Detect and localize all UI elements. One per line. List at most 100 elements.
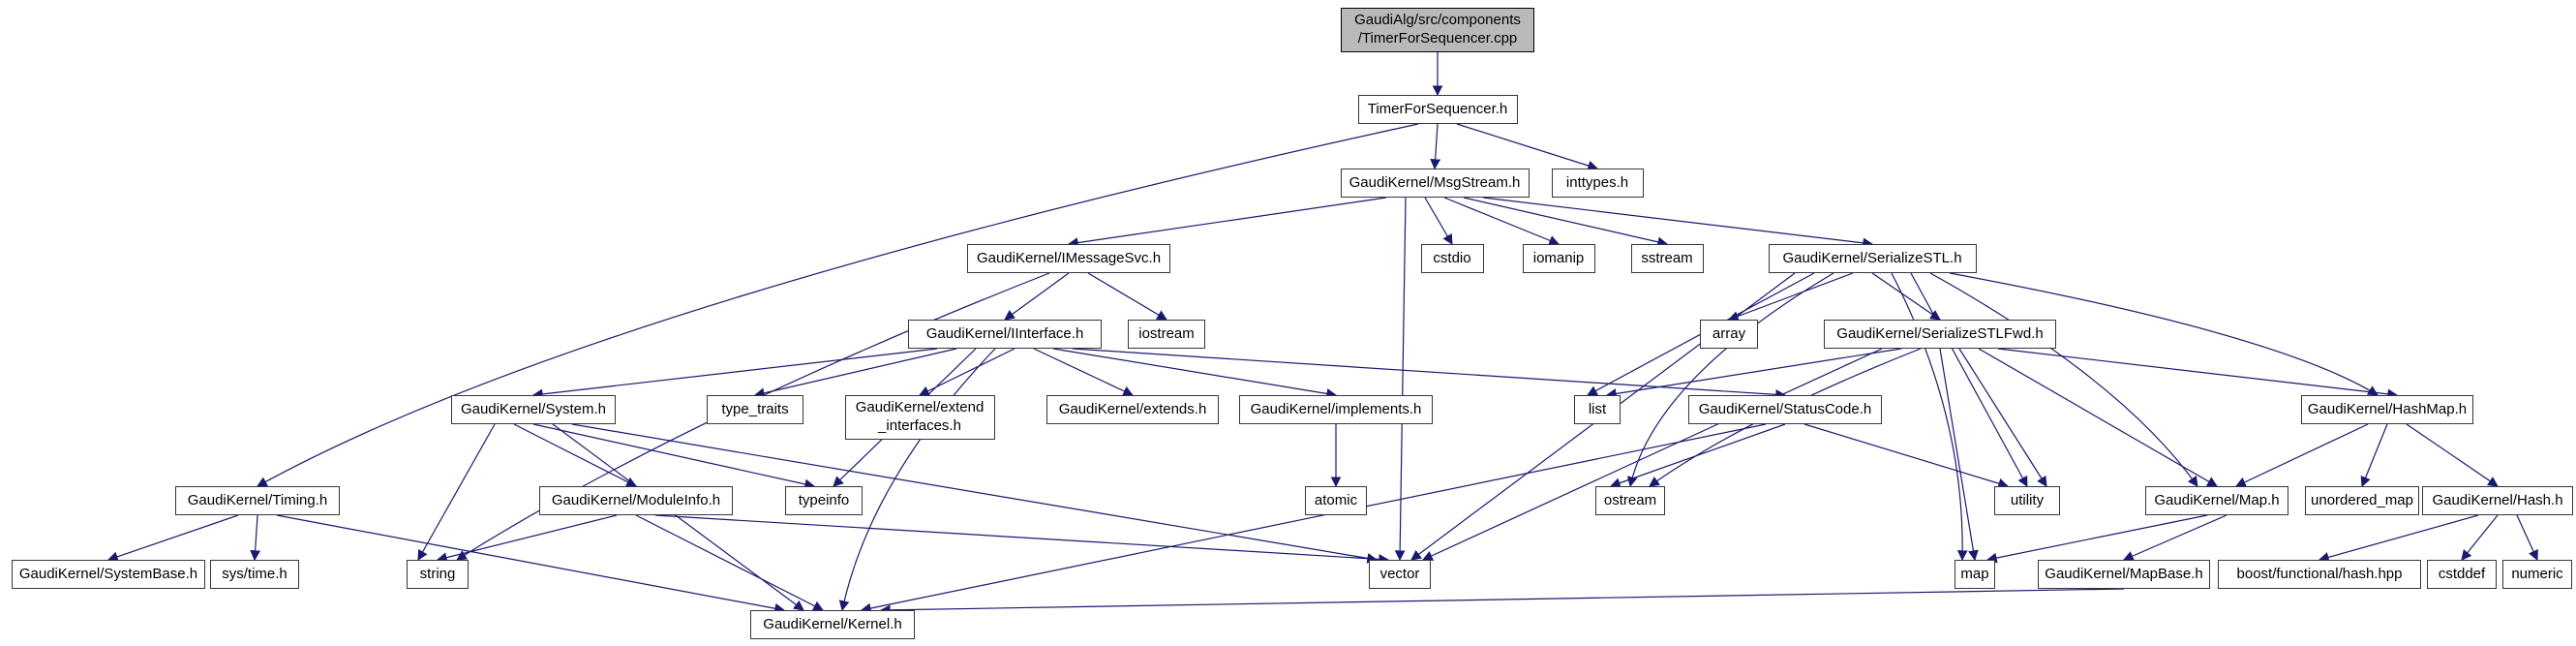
graph-node-label: GaudiKernel/System.h — [460, 400, 607, 417]
graph-node-string[interactable]: string — [407, 560, 469, 589]
graph-node-boost_hash[interactable]: boost/functional/hash.hpp — [2218, 560, 2421, 589]
graph-node-map[interactable]: map — [1955, 560, 1995, 589]
graph-node-cstddef[interactable]: cstddef — [2427, 560, 2497, 589]
graph-node-mapbase[interactable]: GaudiKernel/MapBase.h — [2038, 560, 2210, 589]
include-edge-statuscode-kernel — [860, 423, 1767, 614]
graph-node-list[interactable]: list — [1574, 395, 1621, 424]
include-edge-msgstream-serializestl — [1482, 197, 1874, 249]
graph-node-label: GaudiKernel/SystemBase.h — [18, 565, 198, 582]
include-edge-statuscode-ostream — [1609, 423, 1786, 488]
graph-node-map_h[interactable]: GaudiKernel/Map.h — [2145, 486, 2288, 515]
graph-node-msgstream[interactable]: GaudiKernel/MsgStream.h — [1340, 169, 1530, 198]
include-edge-iinterface-system — [531, 348, 938, 400]
graph-node-label: GaudiKernel/extends.h — [1058, 400, 1207, 417]
graph-node-imessagesvc[interactable]: GaudiKernel/IMessageSvc.h — [967, 244, 1170, 273]
graph-node-label: vector — [1379, 565, 1420, 582]
graph-node-system[interactable]: GaudiKernel/System.h — [451, 395, 616, 424]
graph-node-cstdio[interactable]: cstdio — [1420, 244, 1484, 273]
graph-node-label: iostream — [1138, 324, 1195, 342]
graph-node-statuscode[interactable]: GaudiKernel/StatusCode.h — [1688, 395, 1882, 424]
include-edge-msgstream-vector — [1394, 197, 1407, 562]
graph-node-vector[interactable]: vector — [1369, 560, 1431, 589]
include-edge-hashmap-hash — [2406, 423, 2499, 487]
graph-node-label: GaudiKernel/extend — [855, 399, 985, 416]
graph-node-label: GaudiKernel/Map.h — [2154, 491, 2280, 508]
graph-node-extend_interfaces[interactable]: GaudiKernel/extend_interfaces.h — [844, 395, 995, 440]
graph-node-moduleinfo[interactable]: GaudiKernel/ModuleInfo.h — [539, 486, 733, 515]
include-edge-iinterface-extend_interfaces — [919, 348, 1015, 396]
graph-node-label: /TimerForSequencer.cpp — [1357, 30, 1518, 46]
graph-node-utility[interactable]: utility — [1994, 486, 2060, 515]
include-edge-moduleinfo-vector — [654, 514, 1390, 565]
graph-node-label: GaudiKernel/MsgStream.h — [1349, 173, 1521, 191]
graph-node-label: GaudiKernel/HashMap.h — [2307, 400, 2468, 417]
graph-node-timing[interactable]: GaudiKernel/Timing.h — [175, 486, 340, 515]
graph-node-label: GaudiKernel/SerializeSTL.h — [1782, 249, 1962, 266]
include-edge-timing-systembase — [106, 514, 239, 562]
graph-node-label: ostream — [1603, 491, 1657, 508]
include-edge-iinterface-implements — [1052, 348, 1338, 399]
graph-node-label: GaudiKernel/IInterface.h — [925, 324, 1084, 342]
graph-node-extends[interactable]: GaudiKernel/extends.h — [1046, 395, 1219, 424]
graph-node-label: TimerForSequencer.h — [1367, 100, 1508, 117]
graph-node-label: GaudiKernel/StatusCode.h — [1698, 400, 1872, 417]
include-edge-hashmap-unordered_map — [2360, 423, 2388, 488]
graph-node-label: GaudiKernel/Hash.h — [2432, 491, 2563, 508]
graph-node-serializestl[interactable]: GaudiKernel/SerializeSTL.h — [1768, 244, 1977, 273]
graph-node-array[interactable]: array — [1700, 320, 1758, 349]
graph-node-label: map — [1960, 565, 1989, 582]
include-edge-hash-numeric — [2516, 514, 2538, 561]
graph-node-timer_h[interactable]: TimerForSequencer.h — [1357, 95, 1518, 124]
include-edge-mapbase-kernel — [879, 588, 2125, 616]
graph-node-unordered_map[interactable]: unordered_map — [2305, 486, 2419, 515]
graph-node-iomanip[interactable]: iomanip — [1522, 244, 1595, 273]
graph-node-label: list — [1588, 400, 1607, 417]
include-edge-timer_h-inttypes — [1456, 123, 1599, 171]
graph-node-iinterface[interactable]: GaudiKernel/IInterface.h — [908, 320, 1102, 349]
graph-node-ostream[interactable]: ostream — [1595, 486, 1665, 515]
graph-node-numeric[interactable]: numeric — [2502, 560, 2572, 589]
graph-node-inttypes[interactable]: inttypes.h — [1551, 169, 1644, 198]
graph-node-type_traits[interactable]: type_traits — [707, 395, 803, 424]
graph-node-hash[interactable]: GaudiKernel/Hash.h — [2422, 486, 2573, 515]
include-edge-serializestl-array — [1727, 272, 1854, 322]
graph-node-label: cstddef — [2438, 565, 2486, 582]
include-edge-serializestlfwd-list — [1605, 348, 1902, 399]
graph-node-label: typeinfo — [798, 491, 850, 508]
graph-node-label: GaudiKernel/MapBase.h — [2045, 565, 2203, 582]
graph-node-label: GaudiKernel/implements.h — [1250, 400, 1422, 417]
graph-node-kernel[interactable]: GaudiKernel/Kernel.h — [750, 610, 915, 639]
include-edge-serializestlfwd-utility — [1958, 348, 2047, 487]
graph-node-label: type_traits — [721, 400, 789, 417]
graph-node-label: GaudiAlg/src/components — [1354, 12, 1521, 29]
include-edge-serializestlfwd-map_h — [1978, 348, 2218, 487]
include-edge-map_h-map — [1985, 514, 2208, 564]
graph-node-implements[interactable]: GaudiKernel/implements.h — [1239, 395, 1433, 424]
include-edge-hash-cstddef — [2461, 514, 2499, 561]
graph-node-label: inttypes.h — [1565, 173, 1629, 191]
include-edge-serializestl-map — [1891, 272, 1968, 562]
graph-node-label: sstream — [1641, 249, 1693, 266]
graph-node-label: numeric — [2511, 565, 2563, 582]
graph-node-label: atomic — [1314, 491, 1358, 508]
include-edge-imessagesvc-iinterface — [1004, 272, 1070, 321]
include-edge-hashmap-map_h — [2235, 423, 2369, 487]
graph-node-serializestlfwd[interactable]: GaudiKernel/SerializeSTLFwd.h — [1824, 320, 2056, 349]
include-edge-serializestlfwd-vector — [1422, 348, 1883, 561]
graph-node-label: string — [419, 565, 456, 582]
graph-node-typeinfo[interactable]: typeinfo — [785, 486, 863, 515]
include-edge-hash-boost_hash — [2318, 514, 2479, 563]
include-edge-timing-kernel — [276, 514, 786, 614]
include-edge-serializestl-utility — [1910, 272, 2028, 487]
include-edge-system-moduleinfo — [513, 423, 637, 487]
graph-node-sys_time[interactable]: sys/time.h — [210, 560, 299, 589]
graph-node-hashmap[interactable]: GaudiKernel/HashMap.h — [2301, 395, 2473, 424]
graph-node-label: GaudiKernel/Kernel.h — [763, 615, 902, 632]
graph-node-systembase[interactable]: GaudiKernel/SystemBase.h — [12, 560, 205, 589]
graph-node-sstream[interactable]: sstream — [1630, 244, 1704, 273]
graph-node-label: boost/functional/hash.hpp — [2236, 565, 2403, 582]
graph-node-iostream[interactable]: iostream — [1128, 320, 1205, 349]
graph-node-atomic[interactable]: atomic — [1305, 486, 1367, 515]
include-edge-serializestlfwd-hashmap — [1997, 348, 2399, 400]
